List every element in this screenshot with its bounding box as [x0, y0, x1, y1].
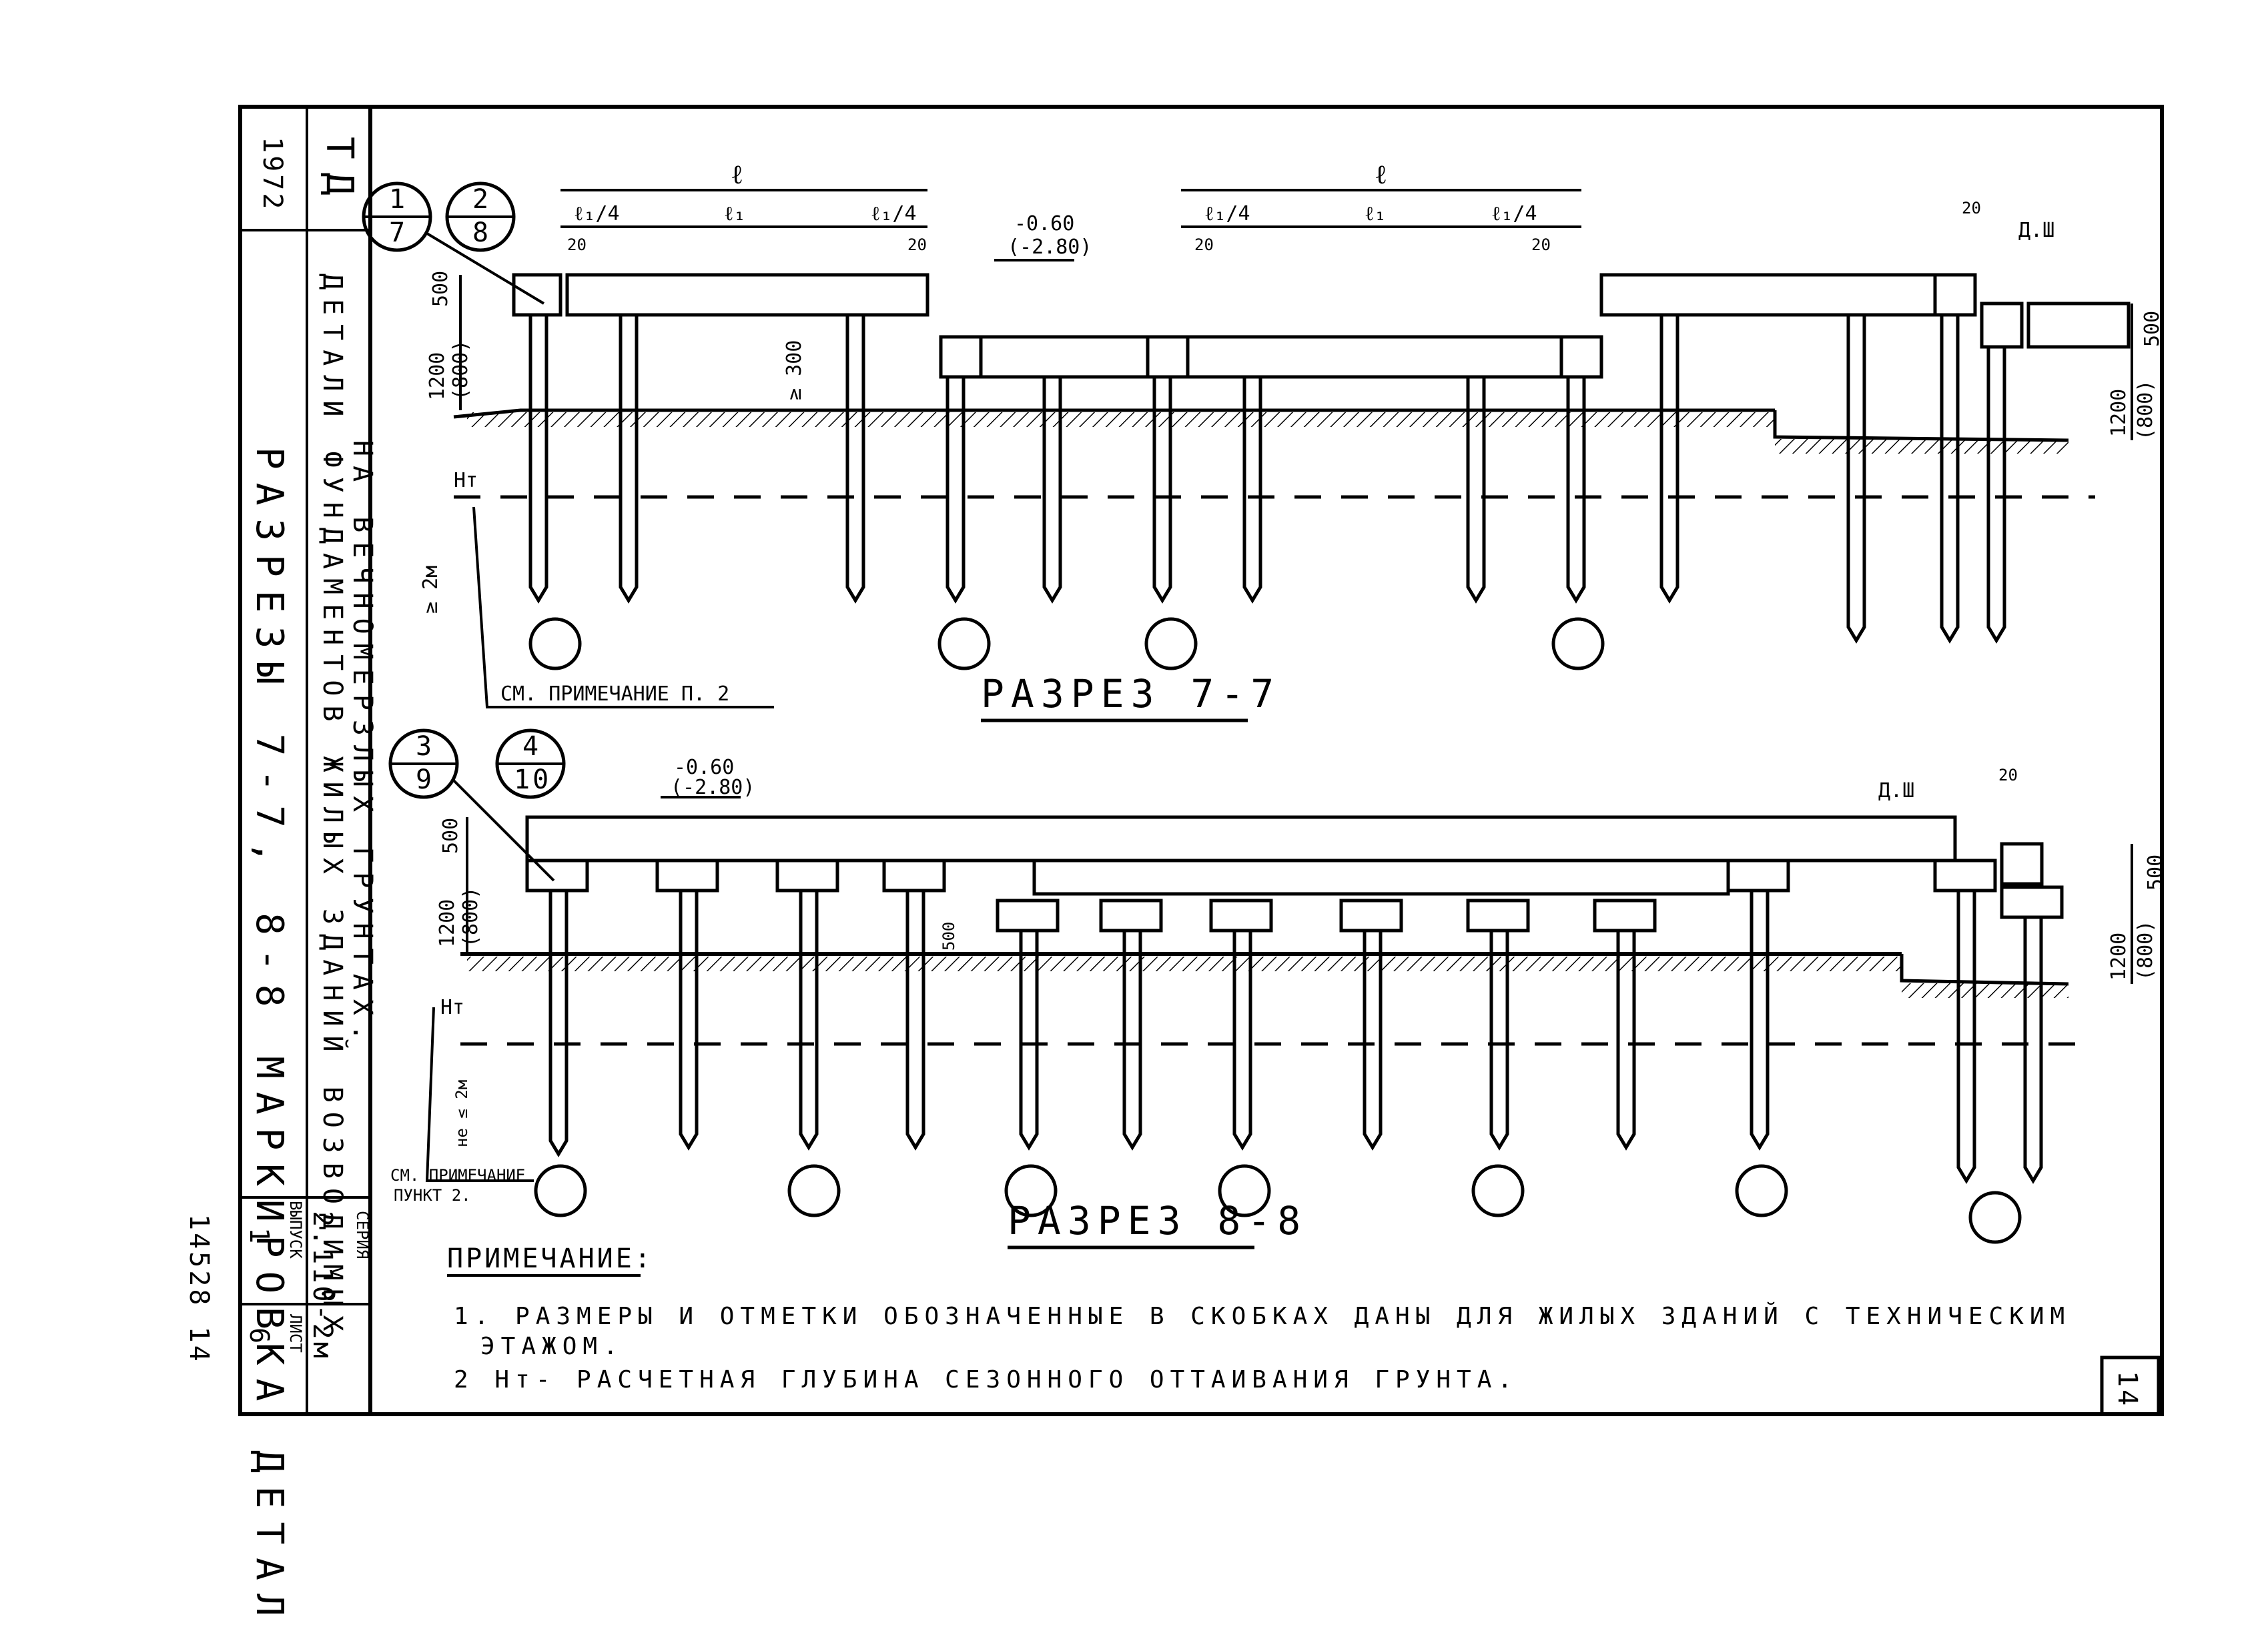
elev-bottom-7: (-2.80)	[1008, 235, 1092, 259]
elev-top-7: -0.60	[1014, 212, 1074, 235]
dim-quarter-a2: ℓ₁/4	[871, 202, 917, 225]
thaw-label-8: Нт	[440, 996, 464, 1019]
stamp-sheet-title: РАЗРЕЗЫ 7-7, 8-8 МАРКИРОВКА ДЕТАЛЕЙ	[248, 447, 292, 1633]
note-1-line1: 1. РАЗМЕРЫ И ОТМЕТКИ ОБОЗНАЧЕННЫЕ В СКОБ…	[454, 1302, 2070, 1330]
note-2: 2 Нт- РАСЧЕТНАЯ ГЛУБИНА СЕЗОННОГО ОТТАИВ…	[454, 1366, 1518, 1394]
notes-block: ПРИМЕЧАНИЕ: 1. РАЗМЕРЫ И ОТМЕТКИ ОБОЗНАЧ…	[447, 1243, 2070, 1394]
section-7-title: РАЗРЕЗ 7-7	[981, 671, 1280, 716]
callout-2-top: 2	[472, 184, 491, 215]
dim-quarter-a1: ℓ₁/4	[574, 202, 620, 225]
dim-20-a2: 20	[907, 235, 927, 254]
callout-4-bottom: 10	[514, 764, 551, 795]
stamp-issue-label: ВЫПУСК	[286, 1201, 305, 1259]
dim-span-b: ℓ	[1375, 159, 1390, 190]
dim-inner-b: ℓ₁	[1365, 202, 1386, 225]
note-1-line2: ЭТАЖОМ.	[480, 1333, 624, 1360]
dim-quarter-b1: ℓ₁/4	[1204, 202, 1250, 225]
dim-800-8r: (800)	[2134, 921, 2157, 981]
dim-300-7: ≥ 300	[783, 340, 806, 400]
page-number-box	[2100, 1355, 2161, 1416]
dim-20-b1: 20	[1194, 235, 1214, 254]
elev-top-8: -0.60	[674, 756, 734, 779]
dim-2m-7: ≥ 2м	[419, 566, 442, 614]
notes-heading: ПРИМЕЧАНИЕ:	[447, 1243, 653, 1274]
dim-800-7r: (800)	[2134, 380, 2157, 440]
callout-2-bottom: 8	[472, 217, 491, 248]
section-8-title: РАЗРЕЗ 8-8	[1008, 1198, 1307, 1243]
section-8-8: 3 9 4 10 -0.60 (-2.80) 500 1200 (800) 50…	[388, 728, 2167, 1249]
section-7-7: 1 7 2 8 ℓ ℓ₁/4 ℓ₁ ℓ₁/4 20 20 ℓ ℓ₁/4 ℓ₁ ℓ…	[362, 159, 2164, 722]
dim-500-8: 500	[439, 818, 462, 854]
stamp-title-line2: НА ВЕЧНОМЕРЗЛЫХ ГРУНТАХ.	[347, 440, 378, 1050]
dim-500-8r: 500	[2144, 855, 2167, 891]
stamp-issue-value: 1	[244, 1227, 274, 1246]
dim-20-b2: 20	[1531, 235, 1551, 254]
dim-1200-8r: 1200	[2107, 933, 2131, 981]
dim-800-8: (800)	[459, 887, 482, 947]
callout-1-bottom: 7	[389, 217, 408, 248]
inventory-number: 14528 14	[183, 1214, 214, 1364]
dim-quarter-b2: ℓ₁/4	[1491, 202, 1537, 225]
dim-1200-8: 1200	[436, 899, 459, 947]
dim-2m-8: не ≤ 2м	[452, 1080, 471, 1147]
thaw-label-7: Нт	[454, 469, 478, 492]
dim-20-7r: 20	[1962, 199, 1981, 217]
note-ref-8-line2: ПУНКТ 2.	[394, 1186, 471, 1205]
dim-500-7r: 500	[2141, 311, 2164, 347]
elev-bottom-8: (-2.80)	[671, 776, 755, 799]
note-ref-8-line1: СМ. ПРИМЕЧАНИЕ	[390, 1166, 525, 1185]
stamp-series-label: СЕРИЯ	[353, 1211, 372, 1259]
damp-label-8: Д.Ш	[1878, 779, 1914, 802]
sheet-frame	[238, 105, 2164, 1416]
dim-500-small-8: 500	[939, 922, 958, 951]
dim-800-7: (800)	[449, 340, 472, 400]
callout-4-top: 4	[522, 731, 541, 762]
note-ref-7: СМ. ПРИМЕЧАНИЕ П. 2	[500, 682, 729, 706]
dim-1200-7: 1200	[426, 352, 449, 400]
stamp-sheet-value: 6	[244, 1327, 274, 1346]
dim-20-8r: 20	[1998, 766, 2018, 784]
dim-span-a: ℓ	[731, 159, 746, 190]
dim-500-7: 500	[429, 271, 452, 307]
dim-inner-a: ℓ₁	[724, 202, 745, 225]
stamp-code: ТД	[318, 137, 361, 208]
callout-1-top: 1	[389, 184, 408, 215]
stamp-title-line1: ДЕТАЛИ ФУНДАМЕНТОВ ЖИЛЫХ ЗДАНИЙ ВОЗВОДИМ…	[317, 274, 349, 1340]
damp-label-7: Д.Ш	[2018, 219, 2054, 242]
page-number: 14	[2112, 1371, 2143, 1408]
dim-1200-7r: 1200	[2107, 389, 2131, 437]
stamp-sheet-label: ЛИСТ	[286, 1314, 305, 1353]
stamp-year: 1972	[257, 137, 288, 211]
callout-3-bottom: 9	[416, 764, 434, 795]
dim-20-a1: 20	[567, 235, 587, 254]
stamp-series-value: 2.110-2м	[307, 1211, 338, 1361]
callout-3-top: 3	[416, 731, 434, 762]
